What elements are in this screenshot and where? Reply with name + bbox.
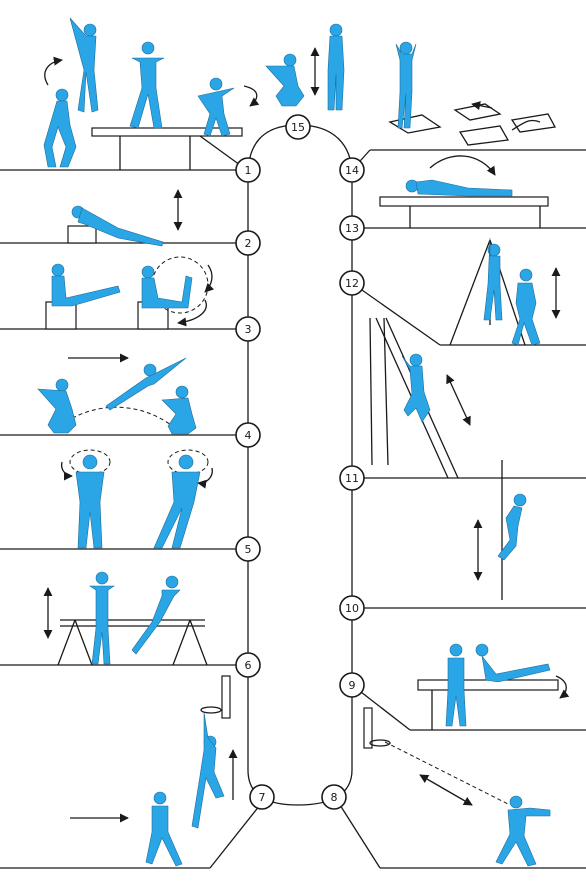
athlete-basketball-jump: [191, 711, 225, 829]
station-number: 8: [331, 791, 338, 804]
athlete-bench-sit-up: [475, 643, 551, 683]
station-marker-1: 1: [235, 157, 261, 183]
athlete-bench-stand: [129, 41, 165, 129]
athlete-squat-top: [265, 53, 305, 107]
athlete-neck-rotation-a: [75, 454, 105, 549]
station-number: 5: [245, 543, 252, 556]
station-circle: [235, 652, 261, 678]
bench-top: [91, 127, 243, 137]
athlete-spotter: [445, 643, 467, 727]
athlete-running: [145, 791, 183, 867]
station-circle: [339, 595, 365, 621]
athlete-crouch-jump: [511, 268, 541, 346]
athlete-rope-climb: [497, 493, 527, 561]
station-circle: [235, 422, 261, 448]
athlete-long-jump-flight: [105, 357, 187, 411]
station-number: 2: [245, 237, 252, 250]
station-marker-15: 15: [285, 114, 311, 140]
station-circle: [235, 230, 261, 256]
motion-arrows: [43, 47, 570, 823]
station-marker-6: 6: [235, 652, 261, 678]
station-circle: [285, 114, 311, 140]
floor-lines-left: [0, 169, 261, 869]
athlete-bench-lying: [405, 179, 513, 197]
station-number: 12: [345, 277, 359, 290]
athlete-station-15: [395, 41, 417, 129]
station-circle: [339, 215, 365, 241]
station-circle: [339, 465, 365, 491]
station-marker-3: 3: [235, 316, 261, 342]
station-number: 14: [345, 164, 359, 177]
station-number: 10: [345, 602, 359, 615]
station-number: 1: [245, 164, 252, 177]
athlete-throwing: [495, 795, 551, 867]
station-marker-7: 7: [249, 784, 275, 810]
athlete-standing-top: [327, 23, 345, 111]
athlete-parallel-bars-b: [131, 575, 181, 655]
equipment: [45, 103, 559, 806]
station-circle: [249, 784, 275, 810]
station-circle: [321, 784, 347, 810]
station-number: 11: [345, 472, 359, 485]
station-number: 9: [349, 679, 356, 692]
station-number: 3: [245, 323, 252, 336]
station-marker-14: 14: [339, 157, 365, 183]
floor-lines-right: [339, 149, 586, 869]
station-circle: [339, 157, 365, 183]
station-marker-12: 12: [339, 270, 365, 296]
athlete-seated-leg-raise-b: [141, 265, 193, 309]
station-marker-4: 4: [235, 422, 261, 448]
station-marker-10: 10: [339, 595, 365, 621]
station-circle: [235, 316, 261, 342]
track-loop: [247, 124, 353, 806]
athlete-back-extension: [71, 205, 164, 247]
station-marker-11: 11: [339, 465, 365, 491]
station-marker-13: 13: [339, 215, 365, 241]
athlete-neck-rotation-b: [153, 454, 201, 549]
athlete-parallel-bars-a: [89, 571, 115, 665]
station-marker-8: 8: [321, 784, 347, 810]
athlete-seated-leg-raise-a: [51, 263, 121, 307]
athlete-squat-jump: [43, 88, 77, 168]
athlete-step-up: [197, 77, 235, 137]
station-marker-9: 9: [339, 672, 365, 698]
station-circle: [339, 270, 365, 296]
station-number: 6: [245, 659, 252, 672]
station-marker-2: 2: [235, 230, 261, 256]
station-circle: [339, 672, 365, 698]
station-number: 15: [291, 121, 305, 134]
athlete-long-jump-crouch: [37, 378, 77, 434]
station-number: 7: [259, 791, 266, 804]
station-circle: [235, 536, 261, 562]
athlete-leap-up: [69, 17, 99, 113]
station-circle: [235, 157, 261, 183]
station-number: 4: [245, 429, 252, 442]
station-marker-5: 5: [235, 536, 261, 562]
station-number: 13: [345, 222, 359, 235]
athlete-ladder-climb: [401, 353, 431, 423]
athlete-rope-pull: [483, 237, 503, 321]
athlete-figures: [37, 17, 551, 867]
athlete-long-jump-land: [161, 385, 197, 435]
